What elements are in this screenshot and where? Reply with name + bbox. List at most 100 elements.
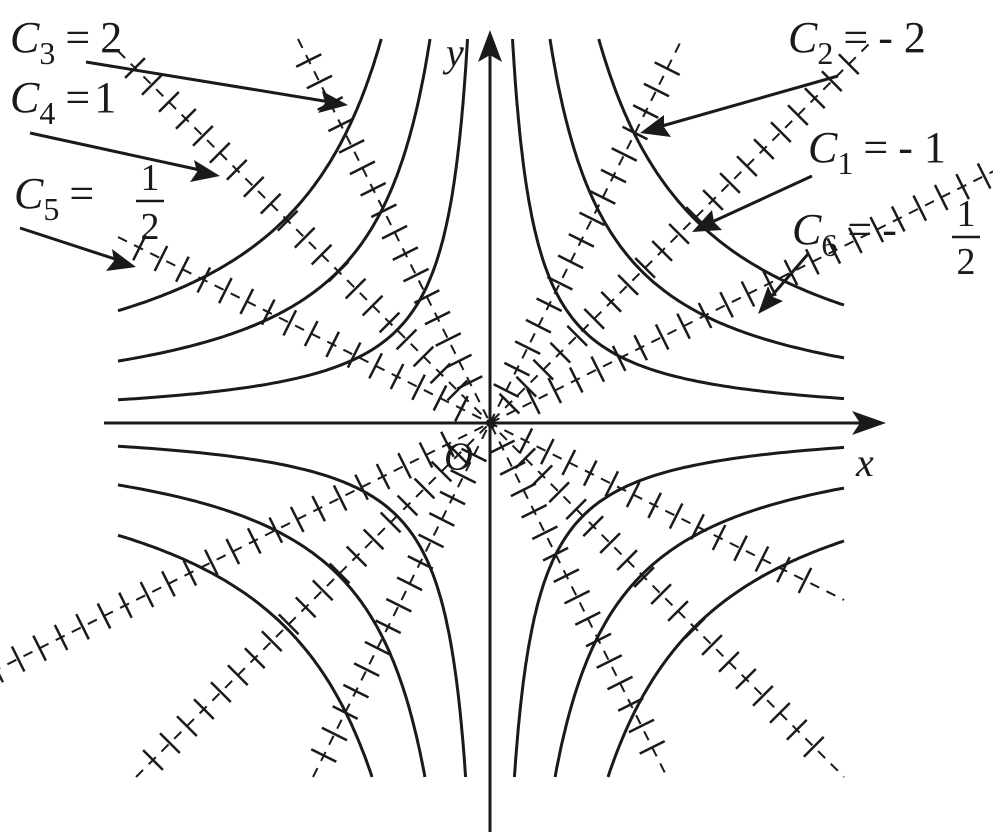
isocline-c6-tick bbox=[668, 502, 684, 530]
isocline-c1-tick bbox=[124, 57, 146, 79]
isocline-c4-tick bbox=[244, 647, 266, 669]
isocline-c3-tick bbox=[525, 318, 552, 334]
isocline-c5-tick bbox=[976, 162, 992, 190]
label-c5: C5= 1 2 bbox=[14, 157, 164, 271]
isocline-c1-tick bbox=[446, 379, 469, 402]
label-c6-index: 6 bbox=[821, 227, 837, 263]
isocline-c5-line bbox=[0, 170, 993, 670]
isocline-c3-tick bbox=[310, 748, 337, 763]
isocline-c5-tick bbox=[375, 463, 391, 490]
isocline-c4-tick bbox=[193, 698, 215, 720]
isocline-c6-tick bbox=[432, 384, 448, 412]
isocline-c1-tick bbox=[531, 464, 554, 487]
isocline-c4-tick bbox=[753, 138, 775, 160]
label-c4-letter: C bbox=[10, 73, 40, 122]
isocline-c3-tick bbox=[557, 254, 584, 270]
isocline-c5-tick bbox=[890, 205, 906, 232]
integral-curves bbox=[117, 38, 845, 778]
isocline-c1-tick bbox=[344, 277, 367, 300]
isocline-c3-tick bbox=[407, 554, 434, 570]
label-c2-eq: = bbox=[843, 13, 868, 62]
isocline-c4-tick bbox=[838, 53, 860, 75]
isocline-c3-tick bbox=[643, 82, 670, 98]
isocline-c3-tick bbox=[342, 683, 370, 699]
label-c4-index: 4 bbox=[39, 95, 55, 131]
isocline-c3-tick bbox=[353, 662, 380, 678]
isocline-c3-tick bbox=[514, 340, 541, 356]
isocline-c5-tick bbox=[676, 313, 691, 340]
isocline-c2-tick bbox=[413, 289, 440, 305]
isocline-c4-tick bbox=[142, 749, 164, 771]
isocline-c1-tick bbox=[361, 294, 384, 317]
isocline-c1-tick bbox=[395, 328, 418, 351]
isocline-c6-tick bbox=[196, 266, 212, 294]
label-c4: C4=1 bbox=[10, 73, 220, 182]
isocline-c6-tick bbox=[217, 277, 233, 304]
isocline-c5-tick bbox=[225, 538, 241, 565]
isocline-c4-tick bbox=[600, 291, 622, 313]
origin-point bbox=[486, 419, 494, 427]
isocline-c4-tick bbox=[159, 732, 181, 754]
isocline-c3-tick bbox=[332, 705, 359, 721]
integral-curve-q1-3 bbox=[597, 38, 845, 307]
isocline-c2-tick bbox=[424, 310, 451, 326]
label-c6-eq: = bbox=[847, 205, 872, 254]
isocline-c4-tick bbox=[413, 477, 436, 500]
integral-curve-q2-3 bbox=[117, 38, 383, 313]
isocline-c5-tick bbox=[654, 323, 670, 351]
label-c5-arrowhead bbox=[106, 249, 136, 271]
isocline-c2-tick bbox=[338, 138, 365, 154]
isocline-c6-tick bbox=[282, 309, 298, 336]
isocline-c2-tick bbox=[435, 332, 462, 347]
isocline-c4-tick bbox=[787, 104, 809, 126]
y-axis-arrowhead bbox=[478, 30, 502, 62]
isocline-c3-tick bbox=[385, 597, 412, 613]
isocline-c5-tick bbox=[118, 592, 133, 619]
integral-curve-q3-2 bbox=[117, 483, 427, 778]
isocline-c3 bbox=[310, 38, 683, 778]
isocline-c2-tick bbox=[306, 74, 333, 90]
isocline-c5-tick bbox=[139, 581, 155, 608]
isocline-c3-tick bbox=[503, 361, 531, 377]
isocline-c1-tick bbox=[599, 532, 621, 554]
x-axis-label: x bbox=[855, 440, 874, 485]
isocline-c5-tick bbox=[311, 495, 327, 522]
isocline-c4-tick bbox=[821, 70, 843, 92]
isocline-c1-tick bbox=[209, 142, 231, 164]
isocline-c5 bbox=[0, 162, 993, 683]
isocline-c4-tick bbox=[447, 443, 470, 466]
isocline-c5-tick bbox=[804, 248, 820, 275]
label-c4-value: 1 bbox=[94, 73, 116, 122]
isocline-c2-tick bbox=[531, 525, 558, 541]
label-c3-pointer bbox=[85, 60, 331, 104]
isocline-c4-tick bbox=[311, 579, 334, 602]
integral-curve-q3-3 bbox=[117, 533, 374, 778]
isocline-c4-tick bbox=[532, 358, 555, 381]
isocline-c3-tick bbox=[450, 469, 477, 484]
isocline-c5-tick bbox=[75, 613, 90, 640]
isocline-c6-tick bbox=[625, 481, 641, 508]
isocline-c2-tick bbox=[402, 267, 430, 283]
isocline-c2-tick bbox=[456, 375, 483, 390]
isocline-c3-tick bbox=[546, 275, 573, 291]
isocline-c4-tick bbox=[770, 121, 792, 143]
isocline-c2-tick bbox=[349, 160, 376, 176]
isocline-c1-tick bbox=[548, 481, 570, 503]
isocline-c2-tick bbox=[617, 697, 644, 712]
isocline-c5-tick bbox=[869, 216, 885, 243]
label-c5-frac-den: 2 bbox=[141, 206, 160, 248]
isocline-c1-tick bbox=[293, 226, 316, 249]
isocline-c3-tick bbox=[621, 125, 649, 141]
isocline-c3-tick bbox=[654, 61, 681, 77]
isocline-c3-tick bbox=[600, 168, 627, 184]
isocline-c5-tick bbox=[332, 484, 348, 512]
isocline-c5-tick bbox=[418, 441, 434, 469]
isocline-c4-tick bbox=[379, 511, 402, 534]
integral-curve-q3-1 bbox=[117, 444, 468, 778]
isocline-c6-tick bbox=[132, 234, 147, 261]
isocline-c6-tick bbox=[539, 438, 555, 465]
label-c4-pointer bbox=[29, 131, 201, 172]
label-c5-frac-num: 1 bbox=[141, 157, 160, 199]
